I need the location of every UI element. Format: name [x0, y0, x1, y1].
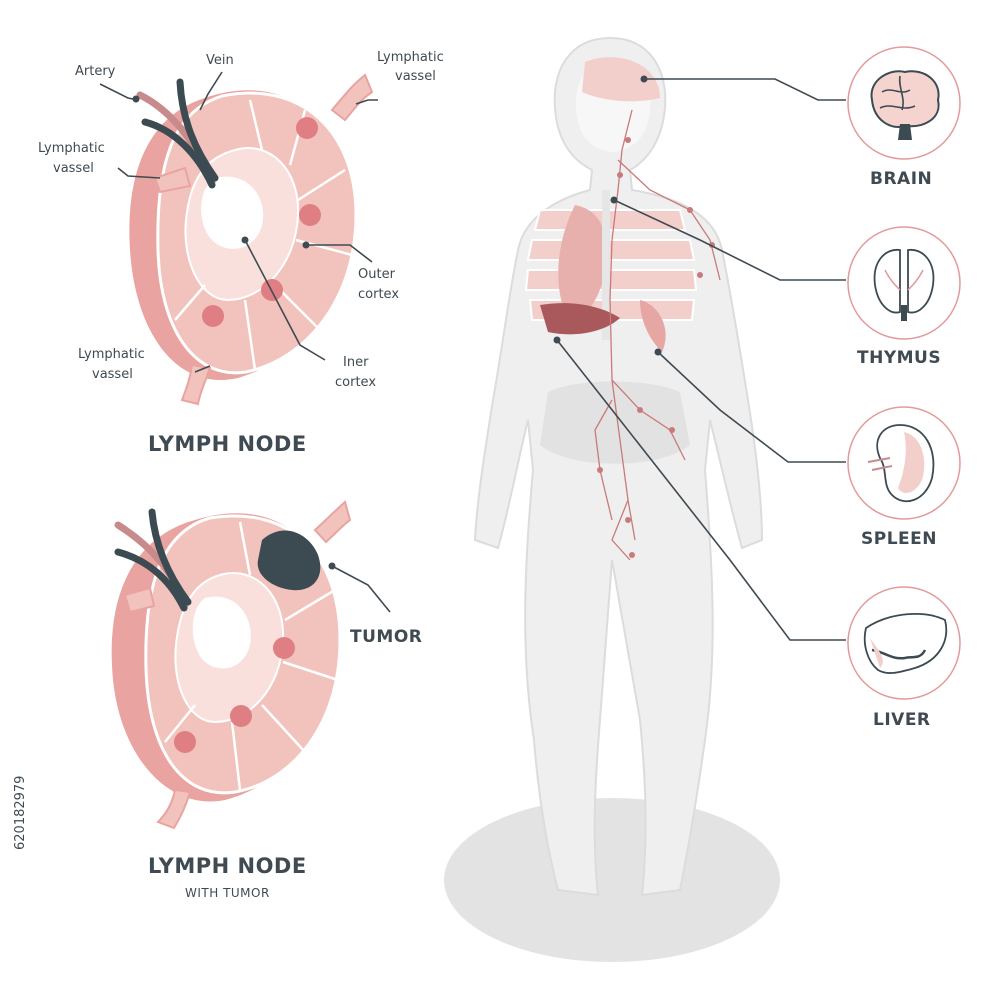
- liver-icon: [863, 612, 948, 674]
- label-vein: Vein: [206, 53, 234, 68]
- organ-leaders: [556, 78, 846, 641]
- organ-badge-brain: BRAIN: [847, 46, 961, 189]
- tumor-node-illustration: [111, 500, 352, 830]
- label-lymphatic-bottom-2: vassel: [92, 367, 133, 382]
- thymus-icon: [873, 249, 935, 321]
- organ-badge-spleen: SPLEEN: [847, 406, 961, 549]
- label-lymphatic-left-1: Lymphatic: [38, 141, 105, 156]
- organ-label-liver: LIVER: [873, 710, 931, 730]
- label-lymphatic-left-2: vassel: [53, 161, 94, 176]
- organ-label-brain: BRAIN: [870, 169, 932, 189]
- tumor-label: TUMOR: [350, 627, 422, 647]
- lymph-node-title: LYMPH NODE: [148, 432, 307, 456]
- label-lymphatic-top-1: Lymphatic: [377, 50, 444, 65]
- label-artery: Artery: [75, 64, 116, 79]
- spleen-icon: [867, 424, 935, 503]
- organ-label-spleen: SPLEEN: [861, 529, 937, 549]
- label-lymphatic-top-2: vassel: [395, 69, 436, 84]
- lymph-node-leaders: [99, 71, 378, 373]
- label-inner-cortex-2: cortex: [335, 375, 376, 390]
- organ-badge-thymus: THYMUS: [847, 226, 961, 368]
- lymph-node-illustration: [129, 73, 374, 406]
- label-inner-cortex-1: Iner: [343, 355, 369, 370]
- tumor-node-subtitle: WITH TUMOR: [185, 886, 270, 900]
- tumor-node-title: LYMPH NODE: [148, 854, 307, 878]
- organ-badge-liver: LIVER: [847, 586, 961, 730]
- stock-image-id: 620182979: [13, 776, 28, 850]
- label-lymphatic-bottom-1: Lymphatic: [78, 347, 145, 362]
- organ-label-thymus: THYMUS: [857, 348, 941, 368]
- brain-icon: [870, 70, 940, 140]
- human-body-figure: [444, 36, 780, 962]
- label-outer-cortex-1: Outer: [358, 267, 396, 282]
- label-outer-cortex-2: cortex: [358, 287, 399, 302]
- tumor-mass: [257, 530, 321, 591]
